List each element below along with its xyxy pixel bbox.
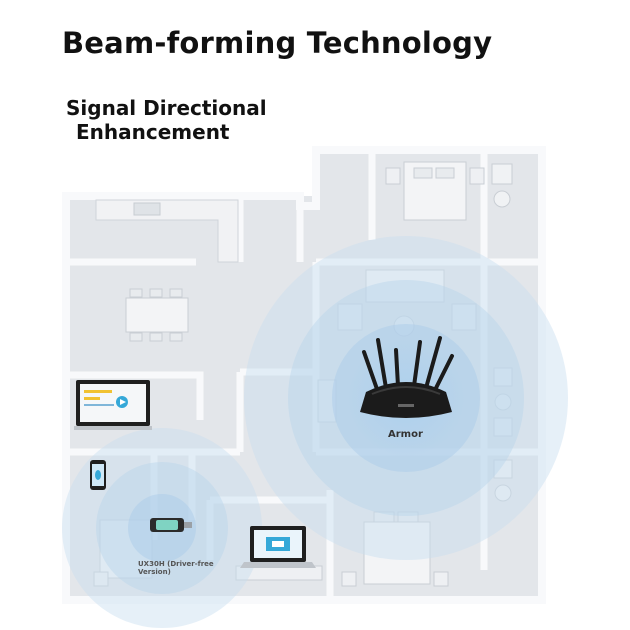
subheadline: Signal Directional Enhancement <box>66 96 267 144</box>
laptop-icon <box>240 526 316 568</box>
signal-coverage <box>62 236 568 628</box>
monitor-icon <box>74 380 152 430</box>
adapter-label: UX30H (Driver-free Version) <box>138 560 214 576</box>
usb-wifi-adapter-icon <box>150 518 192 532</box>
subheadline-line-2: Enhancement <box>76 120 230 144</box>
subheadline-line-1: Signal Directional <box>66 96 267 120</box>
headline: Beam-forming Technology <box>62 26 493 60</box>
smartphone-icon <box>90 460 106 490</box>
router-icon <box>360 336 454 418</box>
router-label: Armor <box>388 429 423 440</box>
